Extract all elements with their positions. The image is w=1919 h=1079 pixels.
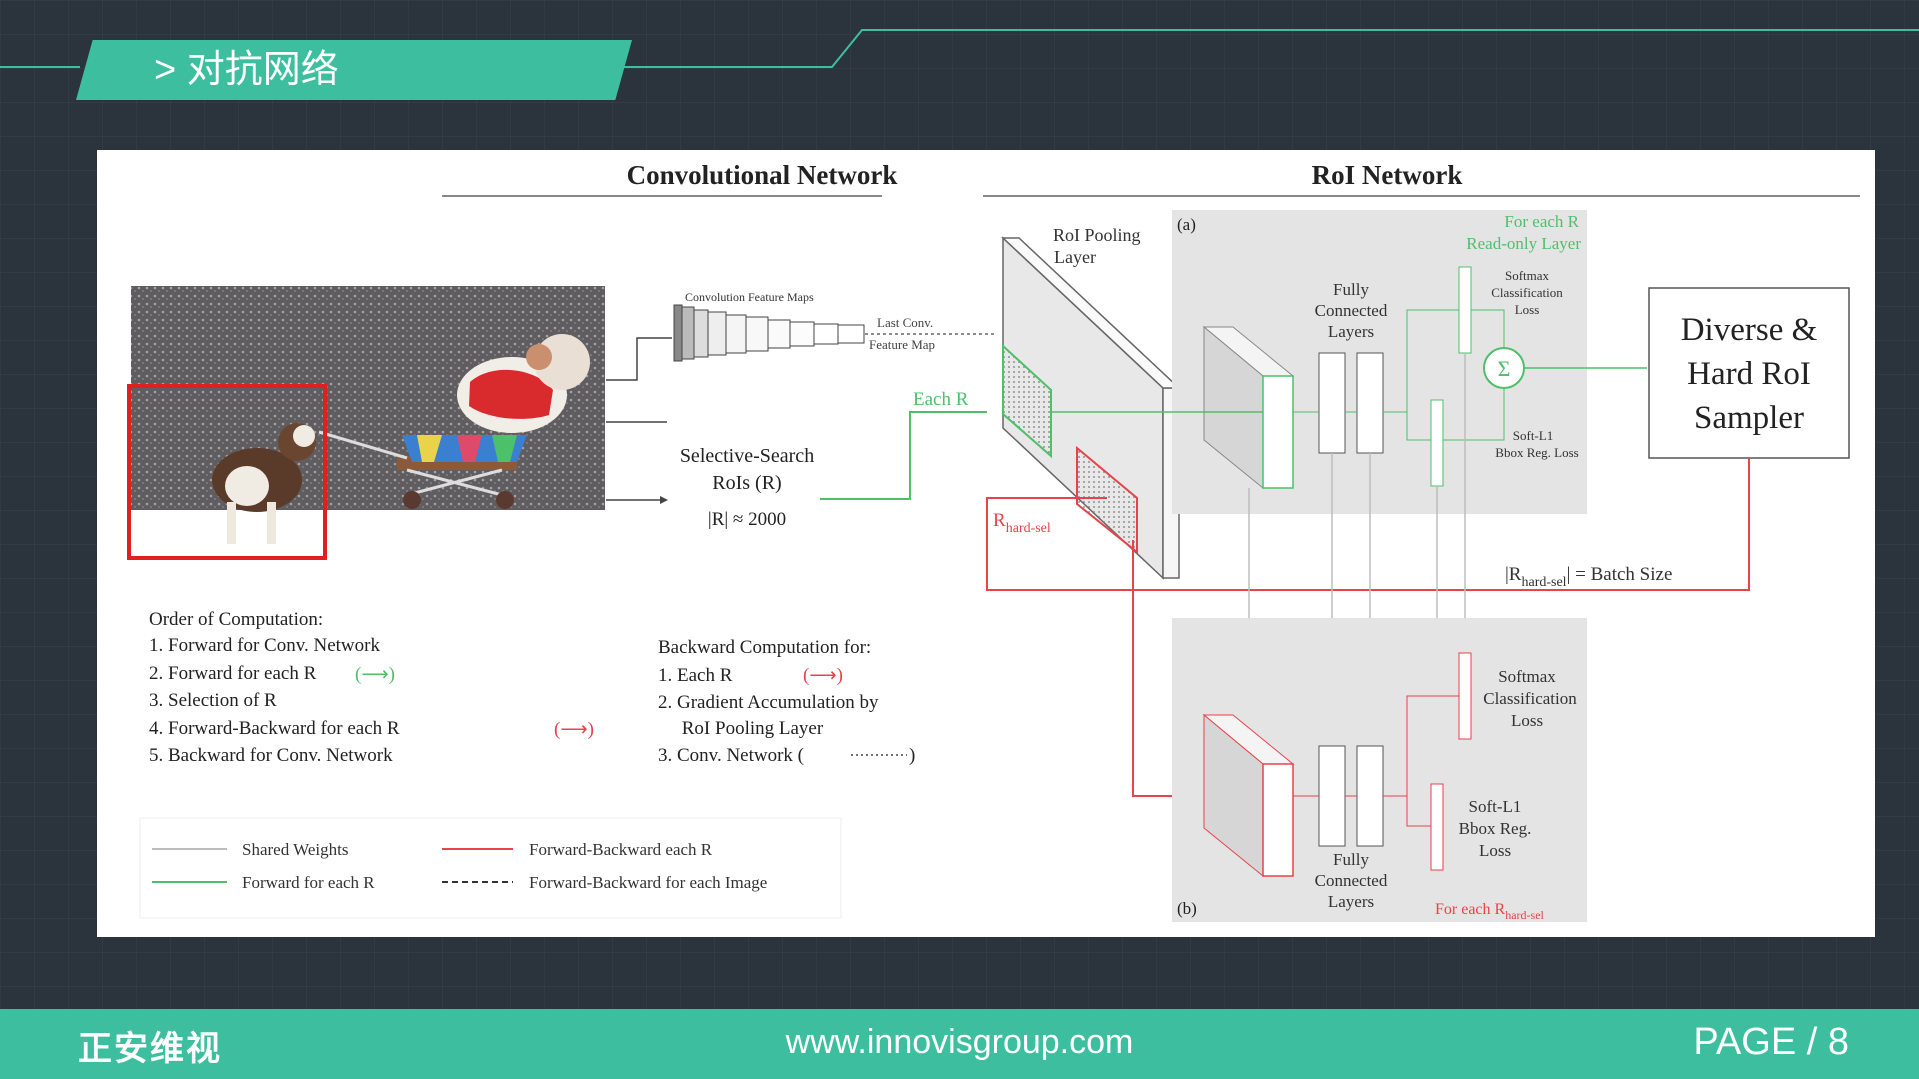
roi-count-label: |R| ≈ 2000: [708, 509, 786, 530]
legend-fb-image: Forward-Backward for each Image: [529, 873, 767, 892]
roi-network-title: RoI Network: [1312, 160, 1463, 190]
backward-item-1: 1. Each R: [658, 665, 733, 686]
sampler-box: [1648, 287, 1850, 459]
order-item-5: 5. Backward for Conv. Network: [149, 745, 393, 766]
fc-b-label-3: Layers: [1328, 892, 1374, 911]
roi-highlight-box: [127, 384, 327, 560]
footer: 正安维视 www.innovisgroup.com PAGE / 8: [0, 1009, 1919, 1079]
order-item-2: 2. Forward for each R: [149, 663, 317, 684]
sampler-line-1: Diverse &: [1681, 312, 1818, 348]
network-diagram: Convolutional Network RoI Network: [127, 160, 1860, 922]
roi-pooling-layer: RoI Pooling Layer: [1001, 225, 1181, 580]
legend-fb-each: Forward-Backward each R: [529, 840, 713, 859]
backward-item-1-arrow: (⟶): [803, 665, 843, 686]
fc-a-layer-1: [1318, 352, 1346, 454]
backward-item-2: 2. Gradient Accumulation by: [658, 692, 879, 713]
fc-b-layer-1: [1318, 745, 1346, 847]
footer-url[interactable]: www.innovisgroup.com: [785, 1023, 1134, 1061]
fc-a-label-1: Fully: [1333, 280, 1369, 299]
softmax-a-label-2: Classification: [1491, 285, 1563, 300]
softl1-b-label-1: Soft-L1: [1469, 797, 1522, 816]
roi-green-region: [1002, 343, 1052, 459]
softmax-a-label-1: Softmax: [1505, 268, 1550, 283]
fc-a-label-3: Layers: [1328, 322, 1374, 341]
footer-logo: 正安维视: [78, 1030, 222, 1068]
softl1-a-label-2: Bbox Reg. Loss: [1495, 445, 1578, 460]
softmax-a-label-3: Loss: [1515, 302, 1540, 317]
backward-computation: Backward Computation for: 1. Each R (⟶) …: [658, 637, 915, 766]
order-item-1: 1. Forward for Conv. Network: [149, 635, 380, 656]
rois-label: RoIs (R): [712, 472, 781, 494]
legend-shared: Shared Weights: [242, 840, 348, 859]
order-item-4-arrow: (⟶): [554, 719, 594, 740]
dog-coat: [469, 369, 553, 419]
fc-b-label-2: Connected: [1315, 871, 1388, 890]
red-hard-sel-loop: [986, 458, 1750, 591]
fc-b-label-1: Fully: [1333, 850, 1369, 869]
conv-network-title: Convolutional Network: [627, 160, 898, 190]
figure-panel: Convolutional Network RoI Network: [97, 150, 1875, 937]
sigma-symbol: Σ: [1498, 356, 1511, 381]
panel-a-cube: [1202, 325, 1295, 490]
conv-feature-maps-label: Convolution Feature Maps: [685, 290, 814, 304]
for-each-r-hard-label: For each Rhard-sel: [1435, 901, 1545, 922]
last-conv-label: Last Conv.: [877, 315, 933, 330]
fc-a-label-2: Connected: [1315, 301, 1388, 320]
page-title: > 对抗网络: [76, 40, 632, 100]
input-photo: [127, 286, 605, 560]
softl1-a-block: [1430, 399, 1444, 487]
conv-feature-maps: Convolution Feature Maps: [606, 290, 865, 381]
read-only-layer-label: Read-only Layer: [1466, 234, 1581, 253]
selective-search-label: Selective-Search: [680, 445, 814, 467]
order-item-3: 3. Selection of R: [149, 690, 277, 711]
order-of-computation: Order of Computation: 1. Forward for Con…: [149, 609, 594, 766]
panel-b-label: (b): [1177, 899, 1197, 918]
softmax-b-label-2: Classification: [1483, 689, 1577, 708]
each-r-label: Each R: [913, 389, 969, 410]
fc-b-layer-2: [1356, 745, 1384, 847]
r-hard-sel-label: Rhard-sel: [993, 510, 1051, 536]
order-item-4: 4. Forward-Backward for each R: [149, 718, 400, 739]
backward-item-2b: RoI Pooling Layer: [658, 718, 824, 739]
order-title: Order of Computation:: [149, 609, 323, 630]
legend: Shared Weights Forward for each R Forwar…: [139, 817, 842, 919]
batch-size-label: |Rhard-sel| = Batch Size: [1505, 564, 1672, 590]
panel-b-cube: [1202, 713, 1295, 878]
softmax-b-label-1: Softmax: [1498, 667, 1556, 686]
softl1-a-label-1: Soft-L1: [1513, 428, 1553, 443]
panel-a-label: (a): [1177, 215, 1196, 234]
softl1-b-label-3: Loss: [1479, 841, 1511, 860]
sampler-line-2: Hard RoI: [1687, 356, 1811, 392]
for-each-r-label: For each R: [1504, 212, 1579, 231]
backward-title: Backward Computation for:: [658, 637, 871, 658]
svg-text:): ): [909, 745, 915, 766]
sampler-line-3: Sampler: [1694, 400, 1804, 436]
softl1-b-block: [1430, 783, 1444, 871]
legend-forward: Forward for each R: [242, 873, 375, 892]
softl1-b-label-2: Bbox Reg.: [1459, 819, 1532, 838]
feature-map-label: Feature Map: [869, 337, 935, 352]
page-number: PAGE / 8: [1693, 1021, 1849, 1063]
roi-pooling-layer-label: Layer: [1054, 247, 1096, 267]
roi-red-region: [1076, 445, 1138, 555]
softmax-b-block: [1458, 652, 1472, 740]
softmax-b-label-3: Loss: [1511, 711, 1543, 730]
order-item-2-arrow: (⟶): [355, 664, 395, 685]
softmax-a-block: [1458, 266, 1472, 354]
backward-item-3: 3. Conv. Network (: [658, 745, 804, 766]
fc-a-layer-2: [1356, 352, 1384, 454]
roi-pooling-label: RoI Pooling: [1053, 225, 1141, 245]
